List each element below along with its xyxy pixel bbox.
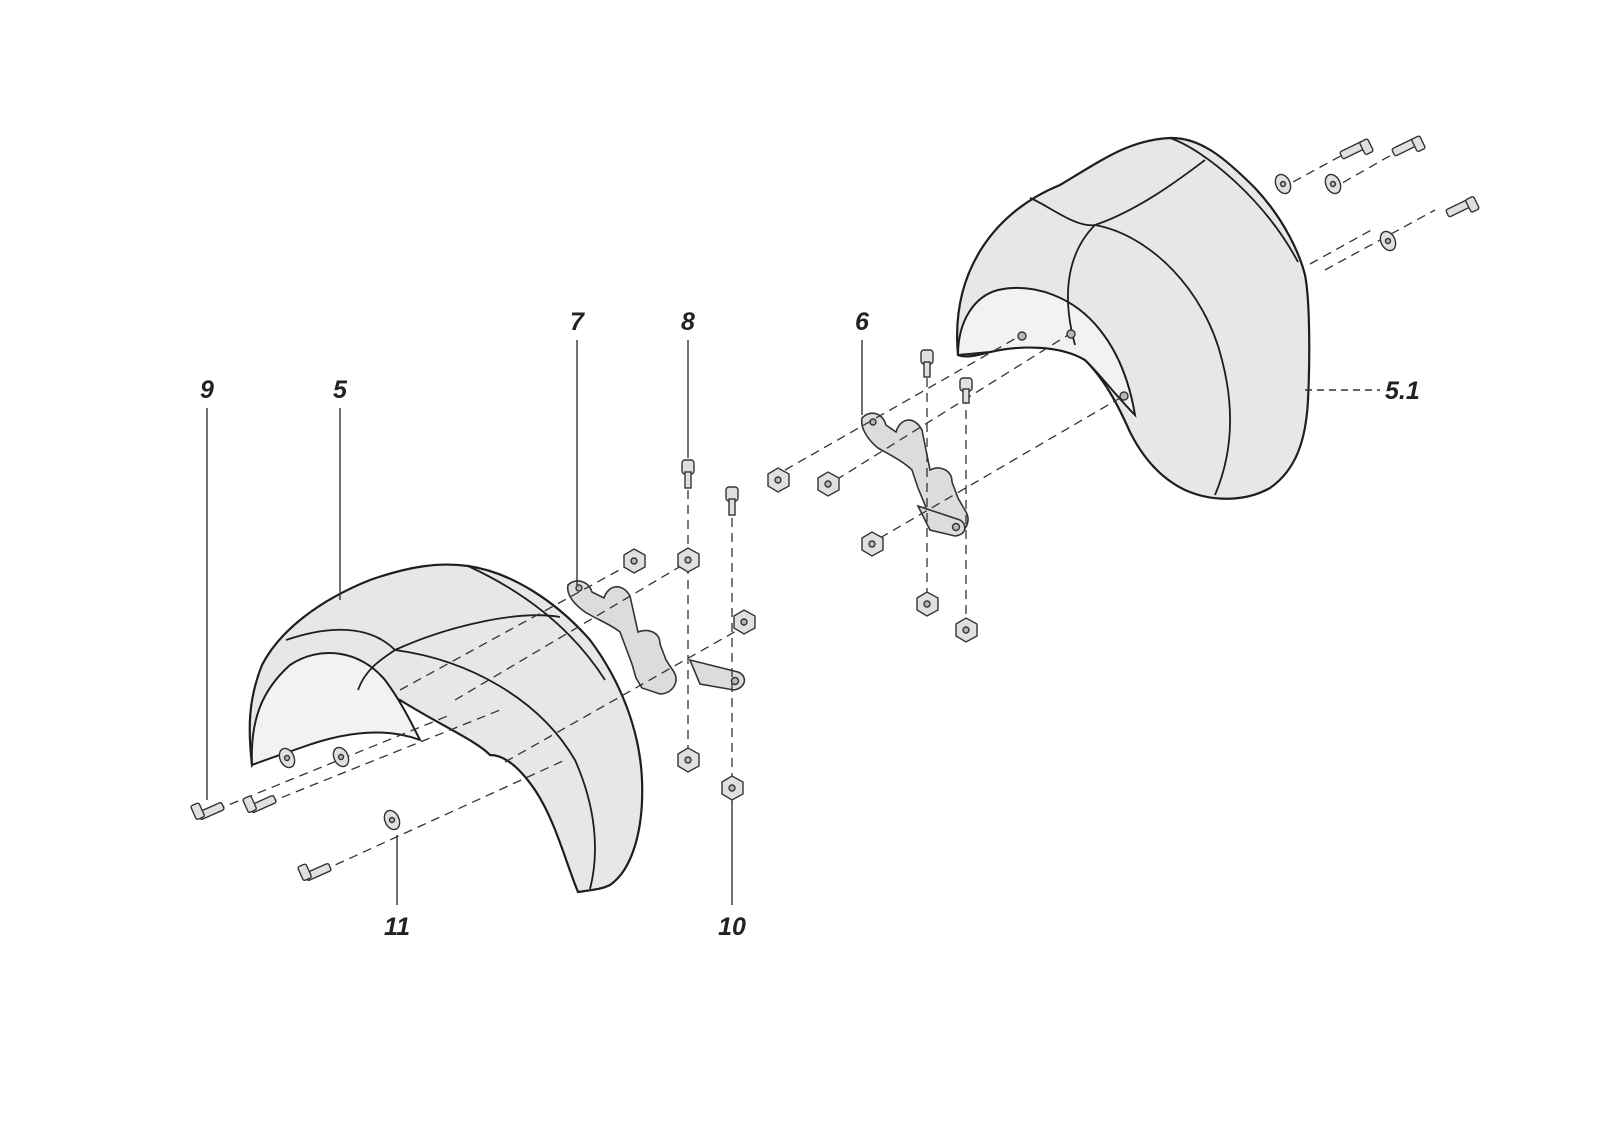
label-part-10: 10 bbox=[718, 913, 746, 941]
label-part-7: 7 bbox=[570, 308, 585, 336]
right-fender-hardware bbox=[1274, 135, 1480, 271]
bracket-right bbox=[860, 412, 969, 537]
washer-icon bbox=[1379, 230, 1397, 252]
washer-icon bbox=[1274, 173, 1292, 195]
rivet-icon bbox=[725, 486, 739, 516]
bolt-icon bbox=[242, 794, 277, 814]
bolt-icon bbox=[1391, 135, 1426, 157]
bracket-left-hardware bbox=[399, 459, 756, 801]
bolt-icon bbox=[297, 862, 332, 882]
bolt-icon bbox=[190, 801, 225, 821]
label-part-6: 6 bbox=[855, 308, 870, 336]
rear-fender-left bbox=[248, 563, 644, 894]
nut-icon bbox=[817, 471, 840, 497]
nut-icon bbox=[955, 617, 978, 643]
nut-icon bbox=[916, 591, 939, 617]
bracket-left bbox=[566, 580, 746, 695]
label-part-11: 11 bbox=[384, 913, 410, 941]
rivet-icon bbox=[920, 349, 934, 378]
bracket-right-hardware bbox=[767, 334, 1121, 643]
part-labels: 9 5 7 8 6 5.1 11 10 bbox=[200, 308, 1420, 941]
washer-icon bbox=[1324, 173, 1342, 195]
left-fender-hardware bbox=[190, 709, 566, 882]
washer-icon bbox=[278, 747, 296, 769]
bolt-icon bbox=[1339, 138, 1374, 160]
leader-lines bbox=[206, 340, 1380, 905]
nut-icon bbox=[623, 548, 646, 574]
nut-icon bbox=[677, 547, 700, 573]
label-part-9: 9 bbox=[200, 376, 214, 404]
rivet-icon bbox=[681, 459, 695, 489]
label-part-5-1: 5.1 bbox=[1385, 377, 1420, 405]
label-part-5: 5 bbox=[333, 376, 348, 404]
nut-icon bbox=[733, 609, 756, 635]
bolt-icon bbox=[1445, 196, 1480, 218]
rivet-icon bbox=[959, 377, 973, 404]
nut-icon bbox=[677, 747, 700, 773]
label-part-8: 8 bbox=[681, 308, 695, 336]
nut-icon bbox=[767, 467, 790, 493]
nut-icon bbox=[721, 775, 744, 801]
nut-icon bbox=[861, 531, 884, 557]
washer-icon bbox=[332, 746, 350, 768]
washer-icon bbox=[383, 809, 401, 831]
rear-fender-right bbox=[956, 136, 1311, 500]
